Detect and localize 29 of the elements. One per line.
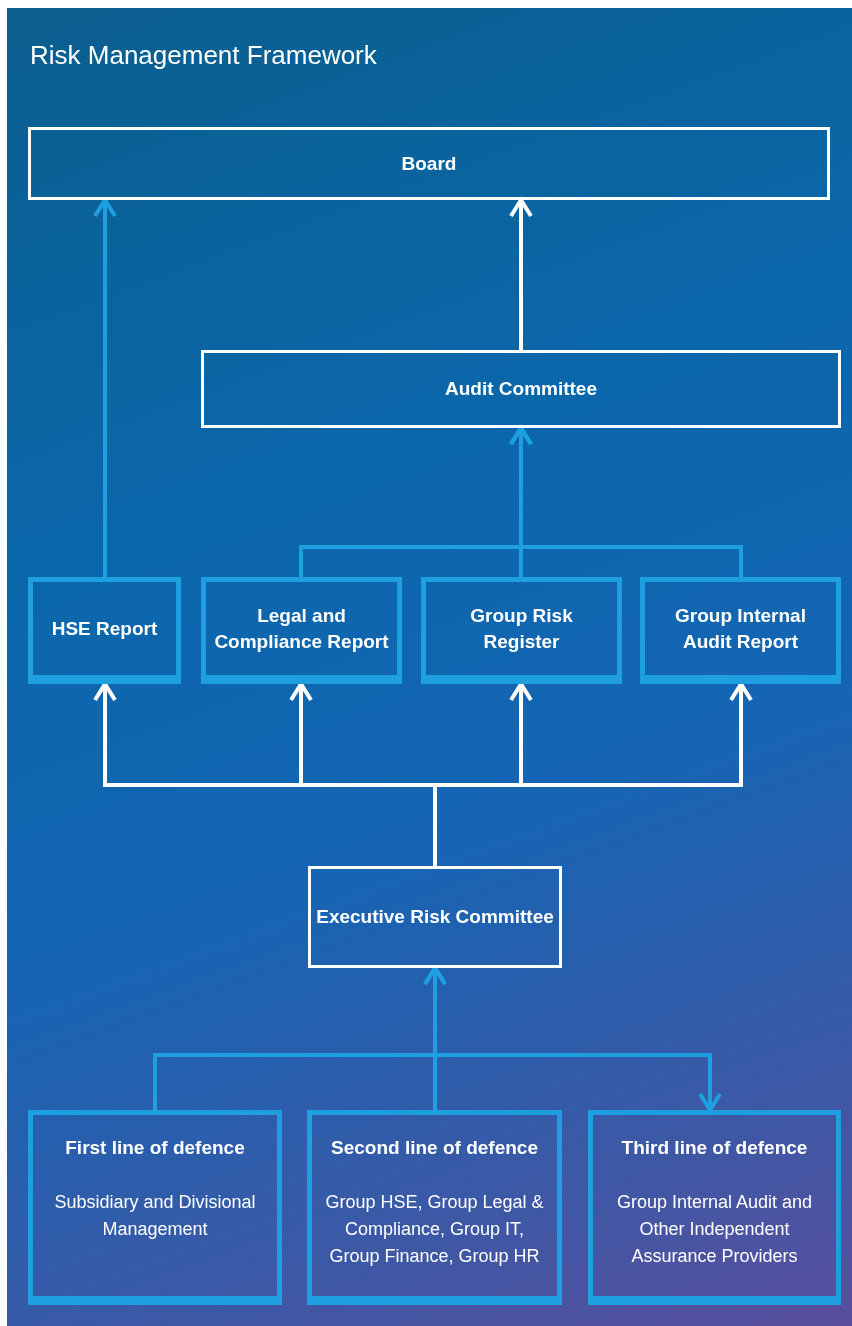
arrow bbox=[423, 966, 447, 1110]
box-title: Group Internal Audit Report bbox=[674, 603, 807, 654]
box-title: HSE Report bbox=[50, 616, 159, 641]
committee-box bbox=[28, 127, 830, 200]
report-box bbox=[28, 1110, 282, 1305]
box-title: Executive Risk Committee bbox=[315, 905, 555, 929]
box-title: Third line of defence bbox=[620, 1136, 809, 1160]
box-title: Audit Committee bbox=[444, 377, 598, 401]
arrow bbox=[433, 682, 753, 866]
report-box bbox=[640, 577, 841, 684]
arrow bbox=[509, 426, 743, 577]
report-box bbox=[421, 577, 622, 684]
committee-box bbox=[308, 866, 562, 968]
box-description: Group HSE, Group Legal & Compliance, Group IT, Group Finance, Group HR bbox=[324, 1191, 545, 1268]
diagram-title: Risk Management Framework bbox=[30, 39, 377, 72]
box-description: Subsidiary and Divisional Management bbox=[53, 1191, 257, 1241]
box-description: Group Internal Audit and Other Independent Assurance Providers bbox=[615, 1191, 814, 1268]
arrow bbox=[93, 198, 117, 577]
box-title: Second line of defence bbox=[330, 1136, 539, 1160]
report-box bbox=[588, 1110, 841, 1305]
report-box bbox=[28, 577, 181, 684]
arrow bbox=[509, 198, 533, 350]
box-title: First line of defence bbox=[64, 1136, 246, 1160]
report-box bbox=[307, 1110, 562, 1305]
box-title: Legal and Compliance Report bbox=[213, 603, 390, 654]
report-box bbox=[201, 577, 402, 684]
committee-box bbox=[201, 350, 841, 428]
box-title: Board bbox=[400, 151, 458, 176]
box-title: Group Risk Register bbox=[469, 603, 574, 654]
